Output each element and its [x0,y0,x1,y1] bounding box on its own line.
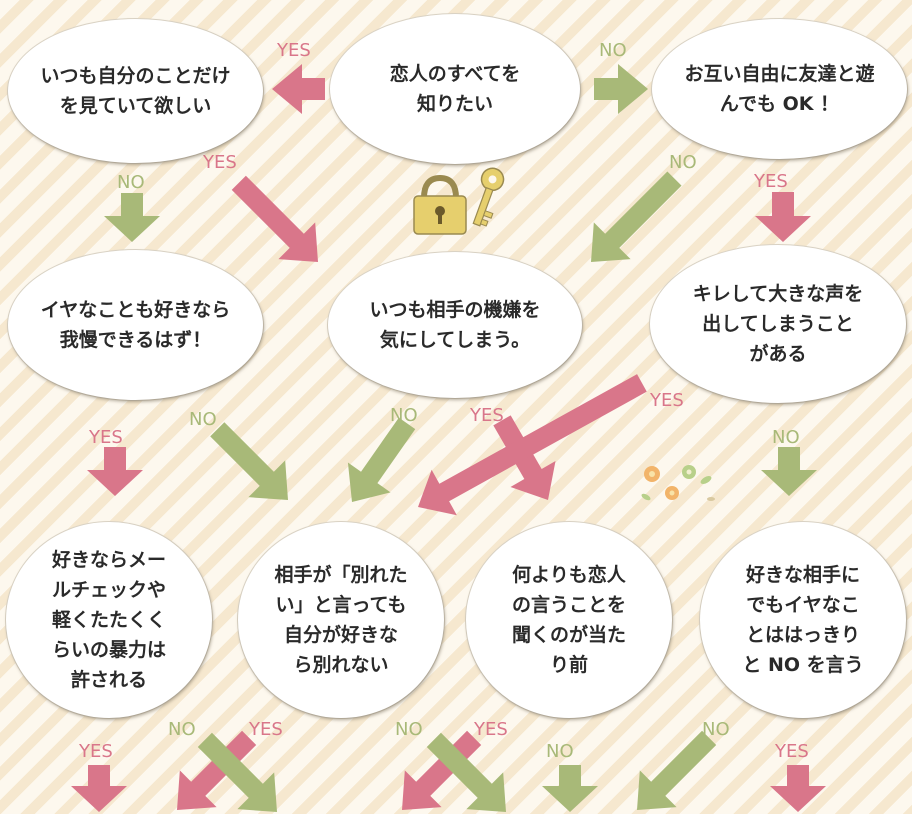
arrow-endure-no [210,422,288,500]
label-no-watch: NO [117,172,145,193]
arrow-noBreakup-no [426,732,506,812]
label-yes-endure: YES [88,427,123,448]
label-yes-violence: YES [78,741,113,762]
node-obey: 何よりも恋人 の言うことを 聞くのが当た り前 [466,522,672,718]
label-yes-snap: YES [649,390,684,411]
node-start: 恋人のすべてを 知りたい [330,14,580,164]
arrow-obey-yes [402,730,482,810]
node-mood: いつも相手の機嫌を 気にしてしまう。 [328,252,582,398]
node-no-breakup: 相手が「別れた い」と言っても 自分が好きな ら別れない [238,522,444,718]
node-endure: イヤなことも好きなら 我慢できるはず！ [8,250,263,400]
node-free-friends: お互い自由に友達と遊 んでも OK ！ [652,19,907,159]
node-say-no-text: 好きな相手に でもイヤなこ とははっきり と NO を言う [742,564,864,676]
label-no-sayNo: NO [702,719,730,740]
label-yes-watch: YES [202,152,237,173]
arrow-start-no [594,64,648,114]
node-watch-me: いつも自分のことだけ を見ていて欲しい [8,19,263,163]
arrow-noBreakup-yes [177,730,257,810]
label-no-free: NO [669,152,697,173]
arrow-free-no [591,171,682,262]
label-yes-free: YES [753,171,788,192]
arrow-violence-no [197,732,277,812]
node-free-friends-text: お互い自由に友達と遊 んでも OK ！ [684,63,875,115]
arrow-violence-yes [71,765,127,812]
flowers-icon [641,465,715,501]
node-mood-text: いつも相手の機嫌を 気にしてしまう。 [369,299,541,351]
label-yes-start: YES [276,40,311,61]
arrow-watch-yes [231,175,318,262]
arrow-snap-no [761,447,817,496]
arrows [71,64,826,812]
label-no-noBreakup: NO [395,719,423,740]
label-no-obey: NO [546,741,574,762]
key-icon [472,167,505,227]
node-obey-text: 何よりも恋人 の言うことを 聞くのが当た り前 [511,564,626,676]
label-no-start: NO [599,40,627,61]
arrow-snap-yes [418,374,647,516]
arrow-mood-no [347,417,416,502]
label-yes-sayNo: YES [774,741,809,762]
arrow-sayNo-no [637,730,717,810]
arrow-watch-no [104,193,160,242]
label-no-violence: NO [168,719,196,740]
arrow-sayNo-yes [770,765,826,812]
arrow-endure-yes [87,447,143,496]
node-start-text: 恋人のすべてを 知りたい [389,63,521,115]
label-yes-noBreakup: YES [248,719,283,740]
arrow-obey-no [542,765,598,812]
node-snap: キレして大きな声を 出してしまうこと がある [650,245,906,403]
node-watch-me-text: いつも自分のことだけ を見ていて欲しい [40,65,231,117]
label-no-snap: NO [772,427,800,448]
node-snap-text: キレして大きな声を 出してしまうこと がある [692,283,864,365]
arrow-start-yes [272,64,325,114]
node-no-breakup-text: 相手が「別れた い」と言っても 自分が好きな ら別れない [274,564,408,676]
label-no-mood: NO [390,405,418,426]
node-violence-text: 好きならメー ルチェックや 軽くたたくく らいの暴力は 許される [51,549,166,691]
label-no-endure: NO [189,409,217,430]
label-yes-obey: YES [473,719,508,740]
padlock-icon [413,174,467,235]
label-yes-mood: YES [469,405,504,426]
node-say-no: 好きな相手に でもイヤなこ とははっきり と NO を言う [700,522,906,718]
node-endure-text: イヤなことも好きなら 我慢できるはず！ [40,299,231,351]
node-violence: 好きならメー ルチェックや 軽くたたくく らいの暴力は 許される [6,522,212,718]
arrow-free-yes [755,192,811,242]
